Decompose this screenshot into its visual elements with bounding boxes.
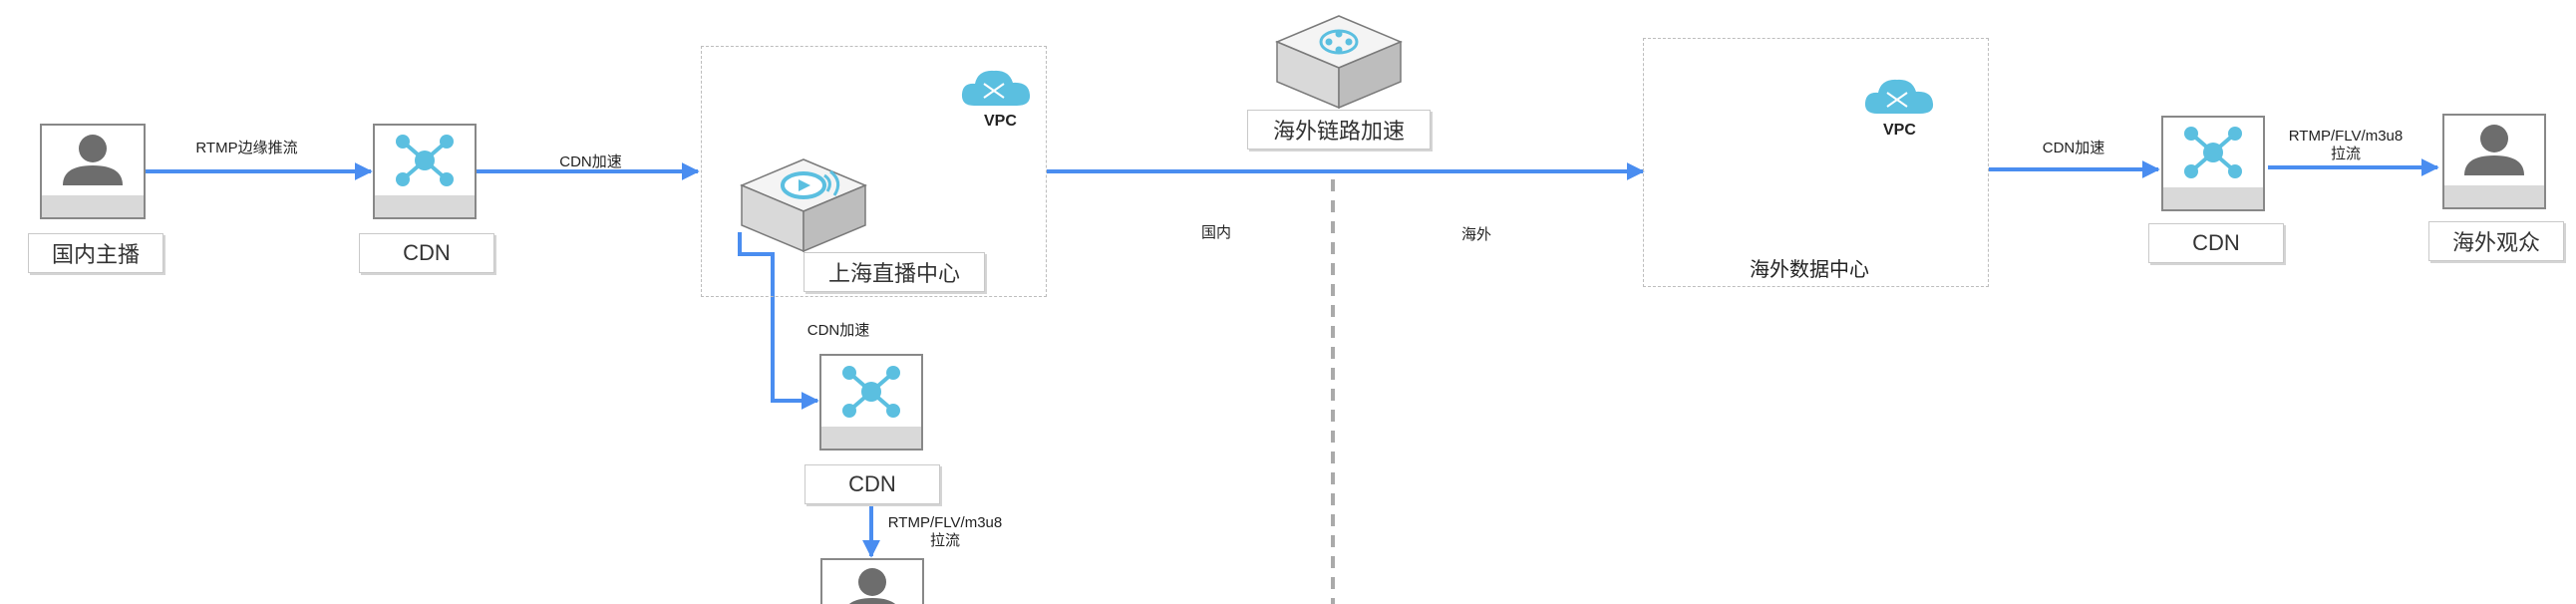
overseas-viewer-person-icon <box>2442 114 2546 209</box>
pull-overseas-line2: 拉流 <box>2330 146 2361 162</box>
overseas-viewer-label: 海外观众 <box>2428 221 2564 261</box>
cdn-edge-icon <box>373 124 477 219</box>
cdn-edge-label: CDN <box>359 233 494 273</box>
cdn-shanghai-label: CDN <box>805 464 940 504</box>
shanghai-vpc-text: VPC <box>984 113 1017 130</box>
cloud-icon <box>961 70 1031 106</box>
pull-overseas-label: RTMP/FLV/m3u8 拉流 <box>2275 128 2416 163</box>
live-streaming-icon <box>740 158 867 253</box>
region-domestic-label: 国内 <box>1201 224 1232 241</box>
overseas-cloud-icon <box>1864 79 1934 114</box>
domestic-streamer-label: 国内主播 <box>28 233 163 273</box>
arrow-shanghai-to-cdn-down <box>738 232 819 410</box>
pull-down-line2: 拉流 <box>929 532 960 549</box>
global-acceleration-icon <box>1275 15 1403 110</box>
cdn-accel-label-1: CDN加速 <box>559 153 622 170</box>
pull-down-line1: RTMP/FLV/m3u8 <box>887 514 1003 531</box>
pull-down-label: RTMP/FLV/m3u8 拉流 <box>877 514 1013 550</box>
cdn-accel-down-label: CDN加速 <box>806 322 870 339</box>
overseas-dc-label: 海外数据中心 <box>1750 259 1869 281</box>
rtmp-push-label: RTMP边缘推流 <box>195 140 298 156</box>
overseas-vpc-container <box>1643 38 1989 287</box>
shanghai-center-label: 上海直播中心 <box>804 252 985 292</box>
region-overseas-label: 海外 <box>1461 226 1492 243</box>
domestic-streamer-person-icon <box>40 124 146 219</box>
shanghai-vpc-container <box>701 46 1047 297</box>
cdn-overseas-icon <box>2161 116 2265 211</box>
cdn-overseas-label: CDN <box>2148 223 2284 263</box>
cdn-accel-overseas-label: CDN加速 <box>2042 140 2105 156</box>
cdn-shanghai-icon <box>819 354 923 451</box>
overseas-vpc-text: VPC <box>1883 122 1916 139</box>
global-acceleration-label: 海外链路加速 <box>1247 110 1431 150</box>
domestic-viewer-person-icon <box>820 558 924 604</box>
pull-overseas-line1: RTMP/FLV/m3u8 <box>2288 128 2404 145</box>
